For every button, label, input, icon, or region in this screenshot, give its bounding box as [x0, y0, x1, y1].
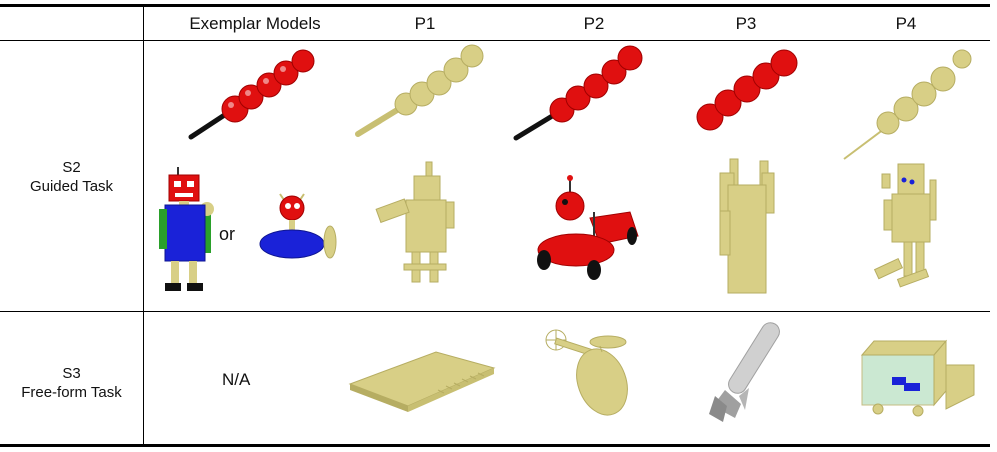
exemplar-robot-alt-image	[259, 193, 337, 259]
table-bottom-rule	[0, 444, 990, 447]
header-exemplar-models: Exemplar Models	[189, 14, 321, 33]
header-p4: P4	[895, 14, 917, 33]
column-divider-rule	[143, 4, 144, 446]
row-label-s3: S3 Free-form Task	[0, 364, 143, 402]
or-text: or	[219, 224, 236, 244]
p1-freeform-image	[348, 351, 496, 412]
row-name-s3: Free-form Task	[21, 384, 122, 401]
p2-robot-image	[537, 175, 639, 280]
p2-skewer-image	[513, 45, 643, 141]
row-id-s3: S3	[62, 365, 81, 382]
row-name-s2: Guided Task	[29, 178, 114, 195]
p3-robot-image	[719, 158, 775, 294]
na-text: N/A	[222, 370, 251, 389]
p4-robot-image	[873, 163, 937, 288]
header-rule	[0, 40, 990, 41]
row-id-s2: S2	[62, 159, 81, 176]
p1-skewer-image	[355, 44, 484, 137]
p4-freeform-image	[860, 339, 975, 417]
p2-freeform-image	[545, 329, 628, 416]
header-p2: P2	[583, 14, 605, 33]
table-top-rule	[0, 4, 990, 7]
p4-skewer-image	[843, 49, 972, 160]
header-p3: P3	[735, 14, 757, 33]
row-label-s2: S2 Guided Task	[0, 158, 143, 196]
exemplar-robot-image	[159, 167, 214, 291]
header-p1: P1	[414, 14, 436, 33]
p1-robot-image	[375, 161, 455, 283]
exemplar-skewer-image	[188, 49, 315, 140]
p3-skewer-image	[696, 49, 798, 131]
row-divider-rule	[0, 311, 990, 312]
p3-freeform-image	[709, 322, 780, 422]
